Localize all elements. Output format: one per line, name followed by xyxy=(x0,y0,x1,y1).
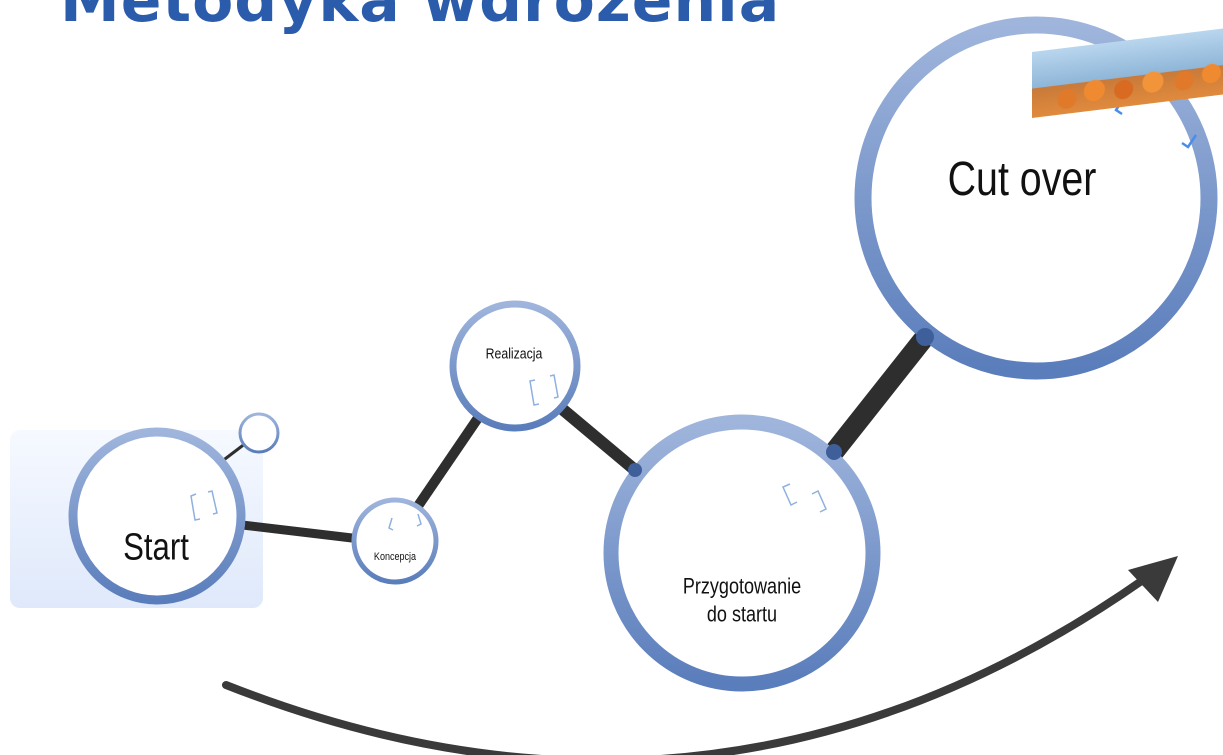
connector-start-small xyxy=(220,441,247,464)
node-cutover-label: Cut over xyxy=(947,153,1097,206)
junction-dot xyxy=(826,444,842,460)
node-realizacja-circle xyxy=(449,300,581,432)
node-cutover-circle xyxy=(854,16,1218,380)
progress-arrow-curve xyxy=(222,571,1154,755)
progress-arrowhead xyxy=(1128,556,1178,602)
node-realizacja-label: Realizacja xyxy=(485,345,543,363)
node-przygotowanie-circle xyxy=(603,414,881,692)
node-koncepcja-circle xyxy=(351,497,439,585)
node-start-label: Start xyxy=(123,526,189,569)
connector-koncepcja-realizacja xyxy=(413,415,483,509)
node-small-circle xyxy=(238,412,280,454)
node-przygotowanie-label: Przygotowanie do startu xyxy=(682,573,802,627)
connector-start-koncepcja xyxy=(233,519,353,543)
connector-realizacja-przygotowanie xyxy=(557,403,639,475)
node-start-circle xyxy=(68,427,246,605)
junction-dot xyxy=(628,463,642,477)
junction-dot xyxy=(916,328,934,346)
connector-przygotowanie-cutover xyxy=(826,330,933,459)
page-title: Metodyka wdrożenia xyxy=(60,0,781,36)
node-koncepcja-label: Koncepcja xyxy=(373,551,417,564)
